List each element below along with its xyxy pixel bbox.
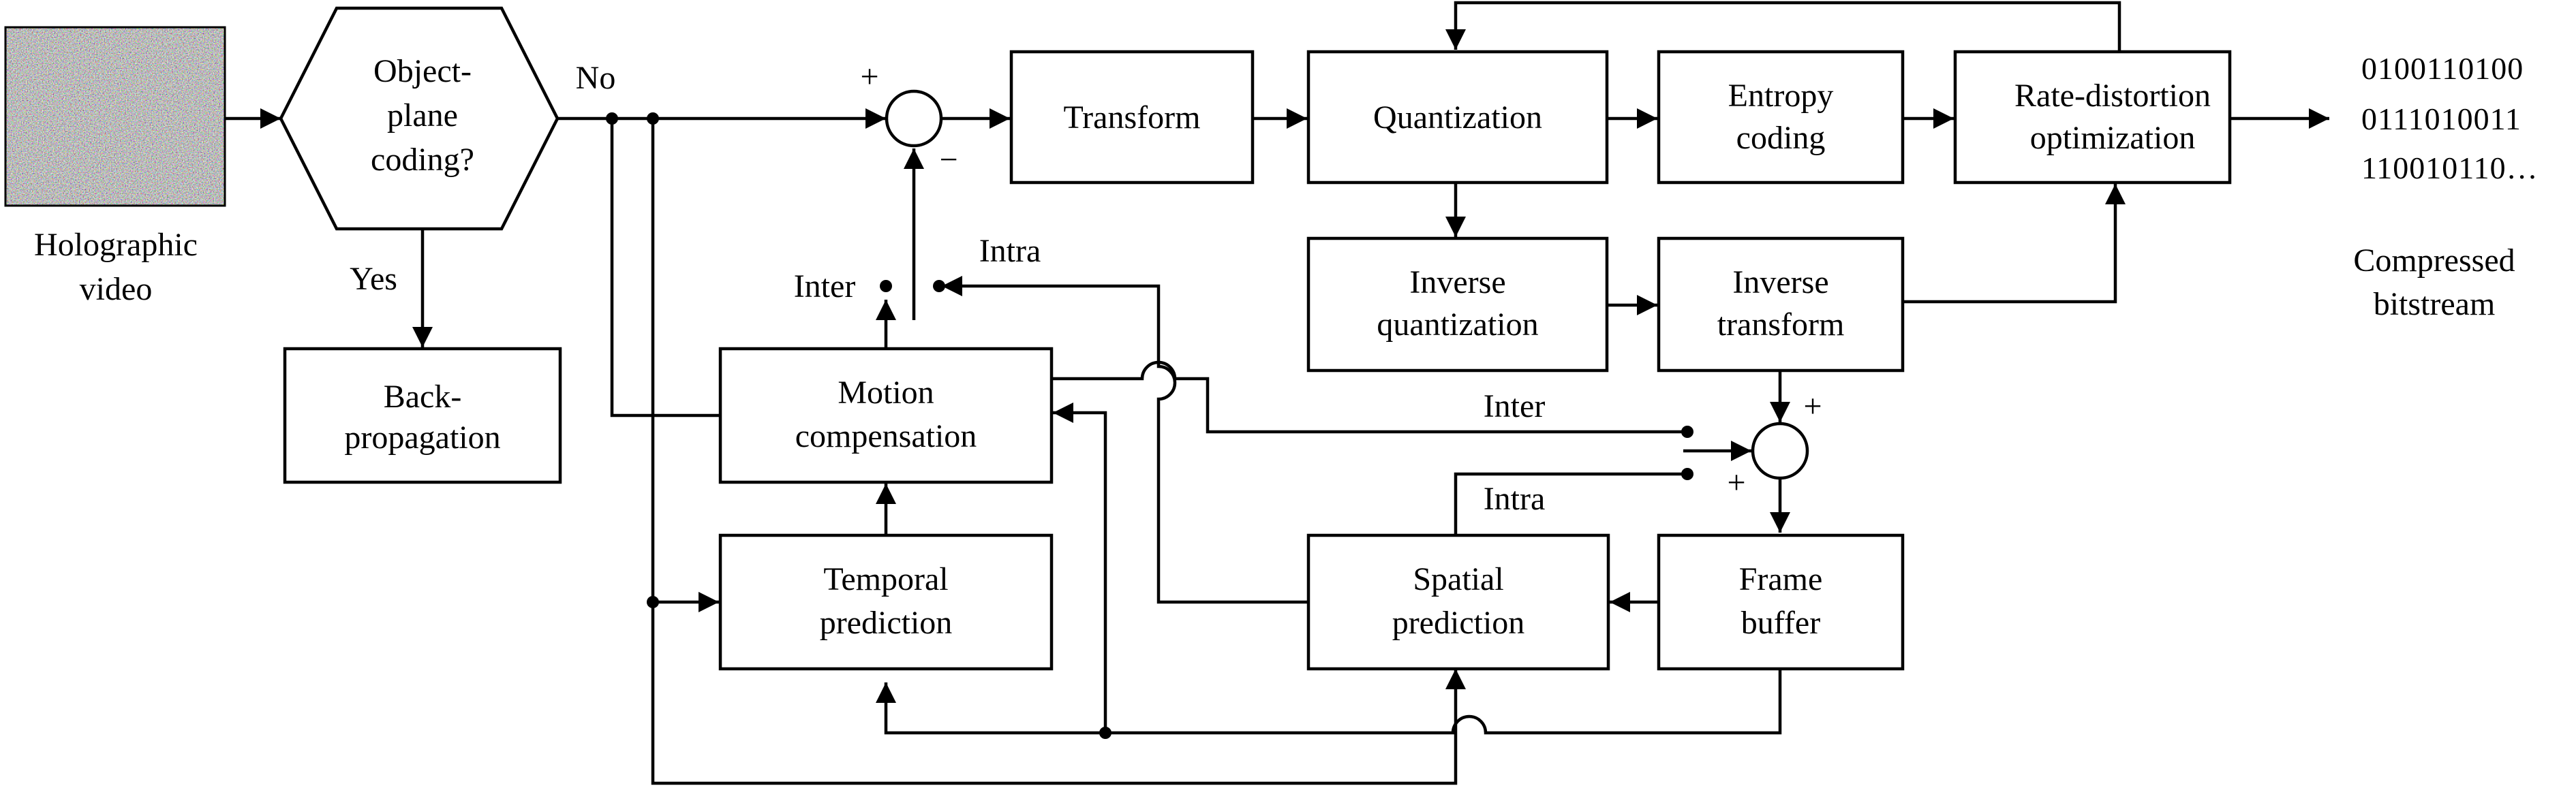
back-propagation-block: Back- propagation xyxy=(283,347,562,484)
holographic-video-thumbnail xyxy=(4,26,226,207)
quantization-label: Quantization xyxy=(1373,99,1542,136)
output-bits-line1: 0100110100 xyxy=(2361,51,2524,86)
entropy-coding-line2: coding xyxy=(1736,120,1826,156)
summing-top-minus: − xyxy=(939,142,957,178)
top-switch xyxy=(880,280,945,292)
motion-compensation-line1: Motion xyxy=(838,375,934,411)
rate-distortion-line2: optimization xyxy=(2030,120,2196,156)
output-label-line1: Compressed xyxy=(2353,242,2515,279)
frame-buffer-block: Frame buffer xyxy=(1657,533,1905,671)
transform-label: Transform xyxy=(1064,99,1201,136)
motion-compensation-line2: compensation xyxy=(795,418,977,454)
switch-top-inter-label: Inter xyxy=(794,268,856,304)
output-bits-line2: 0111010011 xyxy=(2361,101,2521,136)
inverse-quantization-line2: quantization xyxy=(1377,306,1538,343)
decision-line3: coding? xyxy=(371,142,474,178)
inverse-quantization-line1: Inverse xyxy=(1409,264,1505,300)
inverse-transform-line2: transform xyxy=(1717,306,1845,343)
inverse-quantization-block: Inverse quantization xyxy=(1306,236,1609,373)
connections xyxy=(225,1,2329,785)
inverse-transform-line1: Inverse xyxy=(1732,264,1828,300)
object-plane-coding-decision xyxy=(279,6,559,231)
junction-dots xyxy=(606,112,1111,739)
temporal-prediction-line2: prediction xyxy=(820,605,953,641)
output-label-line2: bitstream xyxy=(2374,286,2496,322)
switch-bottom-intra-label: Intra xyxy=(1484,481,1546,517)
temporal-prediction-line1: Temporal xyxy=(823,561,948,597)
decision-yes-label: Yes xyxy=(350,261,397,297)
summing-junction-bottom xyxy=(1751,422,1809,480)
decision-line1: Object- xyxy=(373,53,472,89)
spatial-prediction-line2: prediction xyxy=(1392,605,1525,641)
spatial-prediction-block: Spatial prediction xyxy=(1306,533,1610,671)
motion-compensation-block: Motion compensation xyxy=(718,347,1054,484)
summing-bottom-plus-left: + xyxy=(1727,464,1745,501)
back-propagation-line1: Back- xyxy=(384,379,462,415)
switch-top-intra-label: Intra xyxy=(979,233,1041,269)
temporal-prediction-block: Temporal prediction xyxy=(718,533,1054,671)
transform-block: Transform xyxy=(1009,50,1255,185)
decision-line2: plane xyxy=(387,97,458,133)
decision-no-label: No xyxy=(576,60,616,96)
summing-bottom-plus-top: + xyxy=(1803,388,1822,424)
input-label-line2: video xyxy=(80,271,153,307)
output-bits-line3: 110010110… xyxy=(2361,151,2539,185)
inverse-transform-block: Inverse transform xyxy=(1657,236,1905,373)
rate-distortion-line1: Rate-distortion xyxy=(2014,78,2211,114)
back-propagation-line2: propagation xyxy=(344,420,500,456)
spatial-prediction-line1: Spatial xyxy=(1413,561,1503,597)
summing-top-plus: + xyxy=(860,59,878,95)
quantization-block: Quantization xyxy=(1306,50,1609,185)
rate-distortion-optimization-block: Rate-distortion optimization xyxy=(1953,50,2232,185)
switch-bottom-inter-label: Inter xyxy=(1484,388,1546,424)
summing-junction-top xyxy=(885,89,943,148)
frame-buffer-line2: buffer xyxy=(1741,605,1820,641)
input-label-line1: Holographic xyxy=(34,227,198,263)
entropy-coding-block: Entropy coding xyxy=(1657,50,1905,185)
entropy-coding-line1: Entropy xyxy=(1728,78,1834,114)
frame-buffer-line1: Frame xyxy=(1739,561,1823,597)
bottom-switch xyxy=(1681,426,1693,480)
